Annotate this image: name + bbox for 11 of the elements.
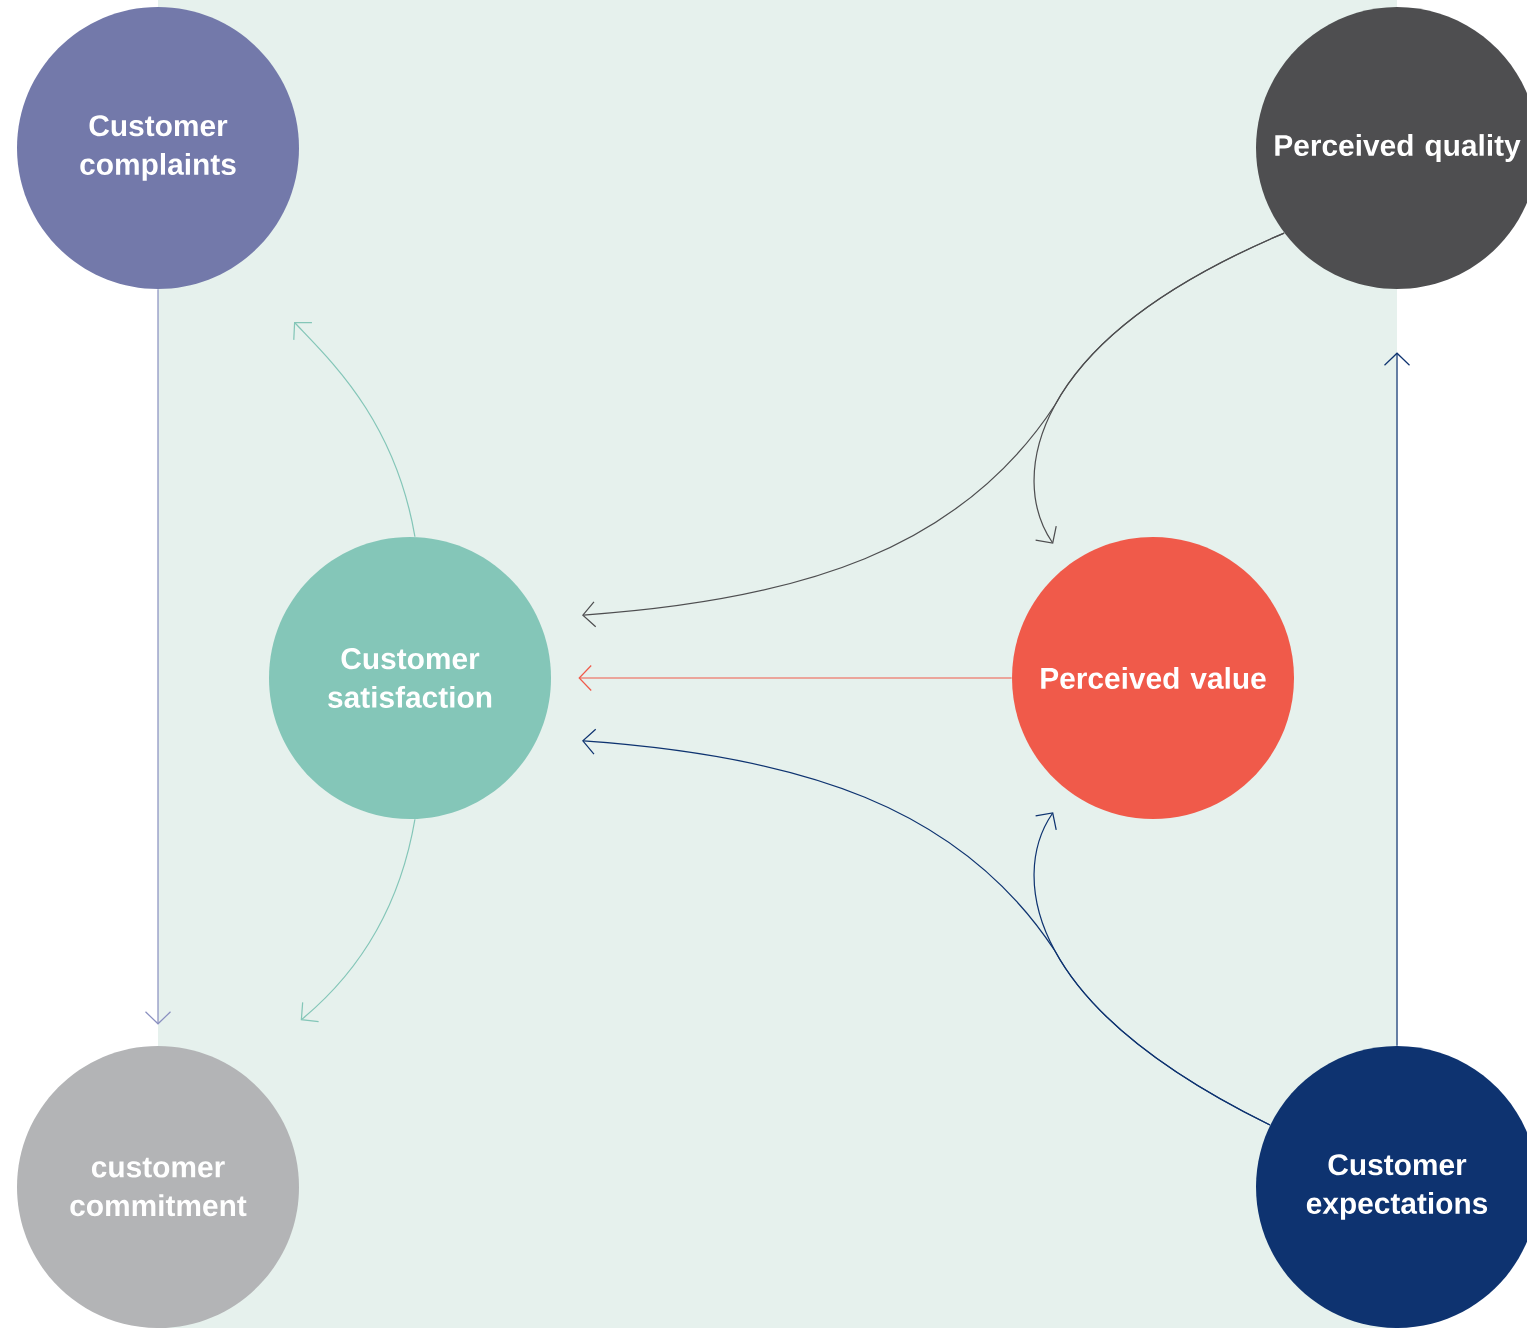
circle-node: customer commitment	[17, 1046, 299, 1328]
arrow	[1033, 812, 1271, 1126]
arrow	[578, 664, 1013, 692]
circle-node: Customer satisfaction	[269, 537, 551, 819]
arrow	[1033, 232, 1285, 544]
arrow	[1383, 352, 1411, 1047]
arrow	[293, 321, 416, 538]
circle-node: Customer complaints	[17, 7, 299, 289]
arrow	[300, 818, 416, 1023]
arrow	[144, 288, 172, 1025]
circle-node: Perceived value	[1012, 537, 1294, 819]
